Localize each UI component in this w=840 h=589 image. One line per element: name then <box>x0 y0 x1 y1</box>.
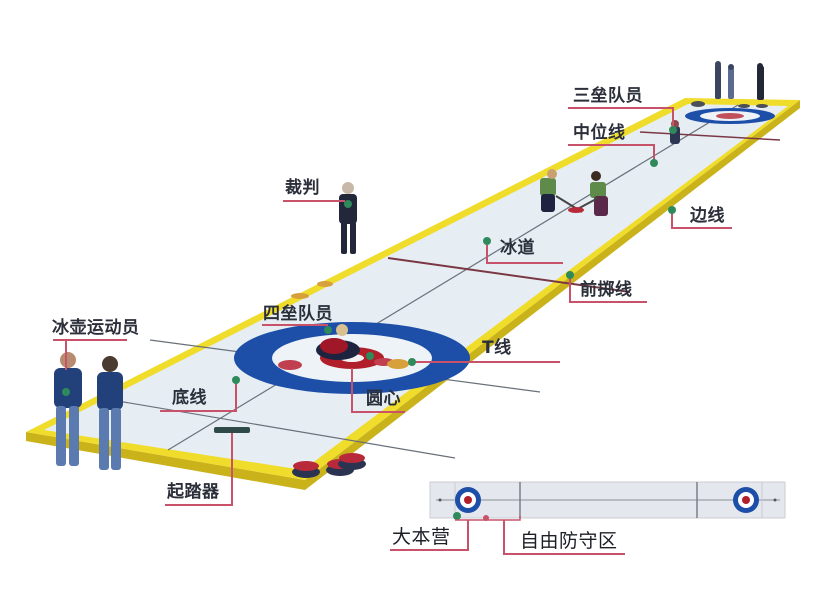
leader-sheet <box>486 245 563 264</box>
referee <box>339 182 357 254</box>
label-skip: 四垒队员 <box>263 304 333 324</box>
leader-hack <box>165 433 233 506</box>
leader-lines <box>53 107 732 506</box>
label-button: 圆心 <box>366 389 401 409</box>
label-third: 三垒队员 <box>573 86 643 106</box>
label-curler: 冰壶运动员 <box>52 318 140 338</box>
leader-sideline <box>671 212 732 229</box>
back-line <box>99 397 456 459</box>
rink-ice <box>44 104 788 470</box>
label-tline: T线 <box>482 338 512 358</box>
hack <box>214 427 250 433</box>
label-sheet: 冰道 <box>500 238 535 258</box>
label-hogline: 前掷线 <box>580 280 633 300</box>
center-line <box>167 104 739 451</box>
hog-line <box>387 257 631 293</box>
leader-centerline <box>568 144 655 160</box>
label-sideline: 边线 <box>690 206 725 226</box>
far-house-red <box>716 113 744 119</box>
label-centerline: 中位线 <box>573 123 626 143</box>
leader-backline <box>160 382 237 412</box>
leader-third <box>568 107 674 128</box>
people <box>54 61 764 470</box>
label-backline: 底线 <box>172 388 207 408</box>
label-hack: 起踏器 <box>167 482 220 502</box>
marker-dots <box>62 126 677 396</box>
label-house: 大本营 <box>392 526 451 548</box>
inset-sheet-diagram <box>390 481 786 555</box>
rink <box>26 98 800 490</box>
curling-stones <box>278 101 768 478</box>
hog-line-far <box>639 131 781 141</box>
sweepers <box>540 169 608 216</box>
leader-button <box>351 368 405 413</box>
label-referee: 裁判 <box>285 178 320 198</box>
leader-curler <box>53 339 127 370</box>
leader-hogline <box>569 276 647 303</box>
far-players <box>715 61 764 100</box>
skip-player <box>316 324 360 360</box>
label-free-guard-zone: 自由防守区 <box>520 530 618 552</box>
curlers-left <box>54 352 123 470</box>
